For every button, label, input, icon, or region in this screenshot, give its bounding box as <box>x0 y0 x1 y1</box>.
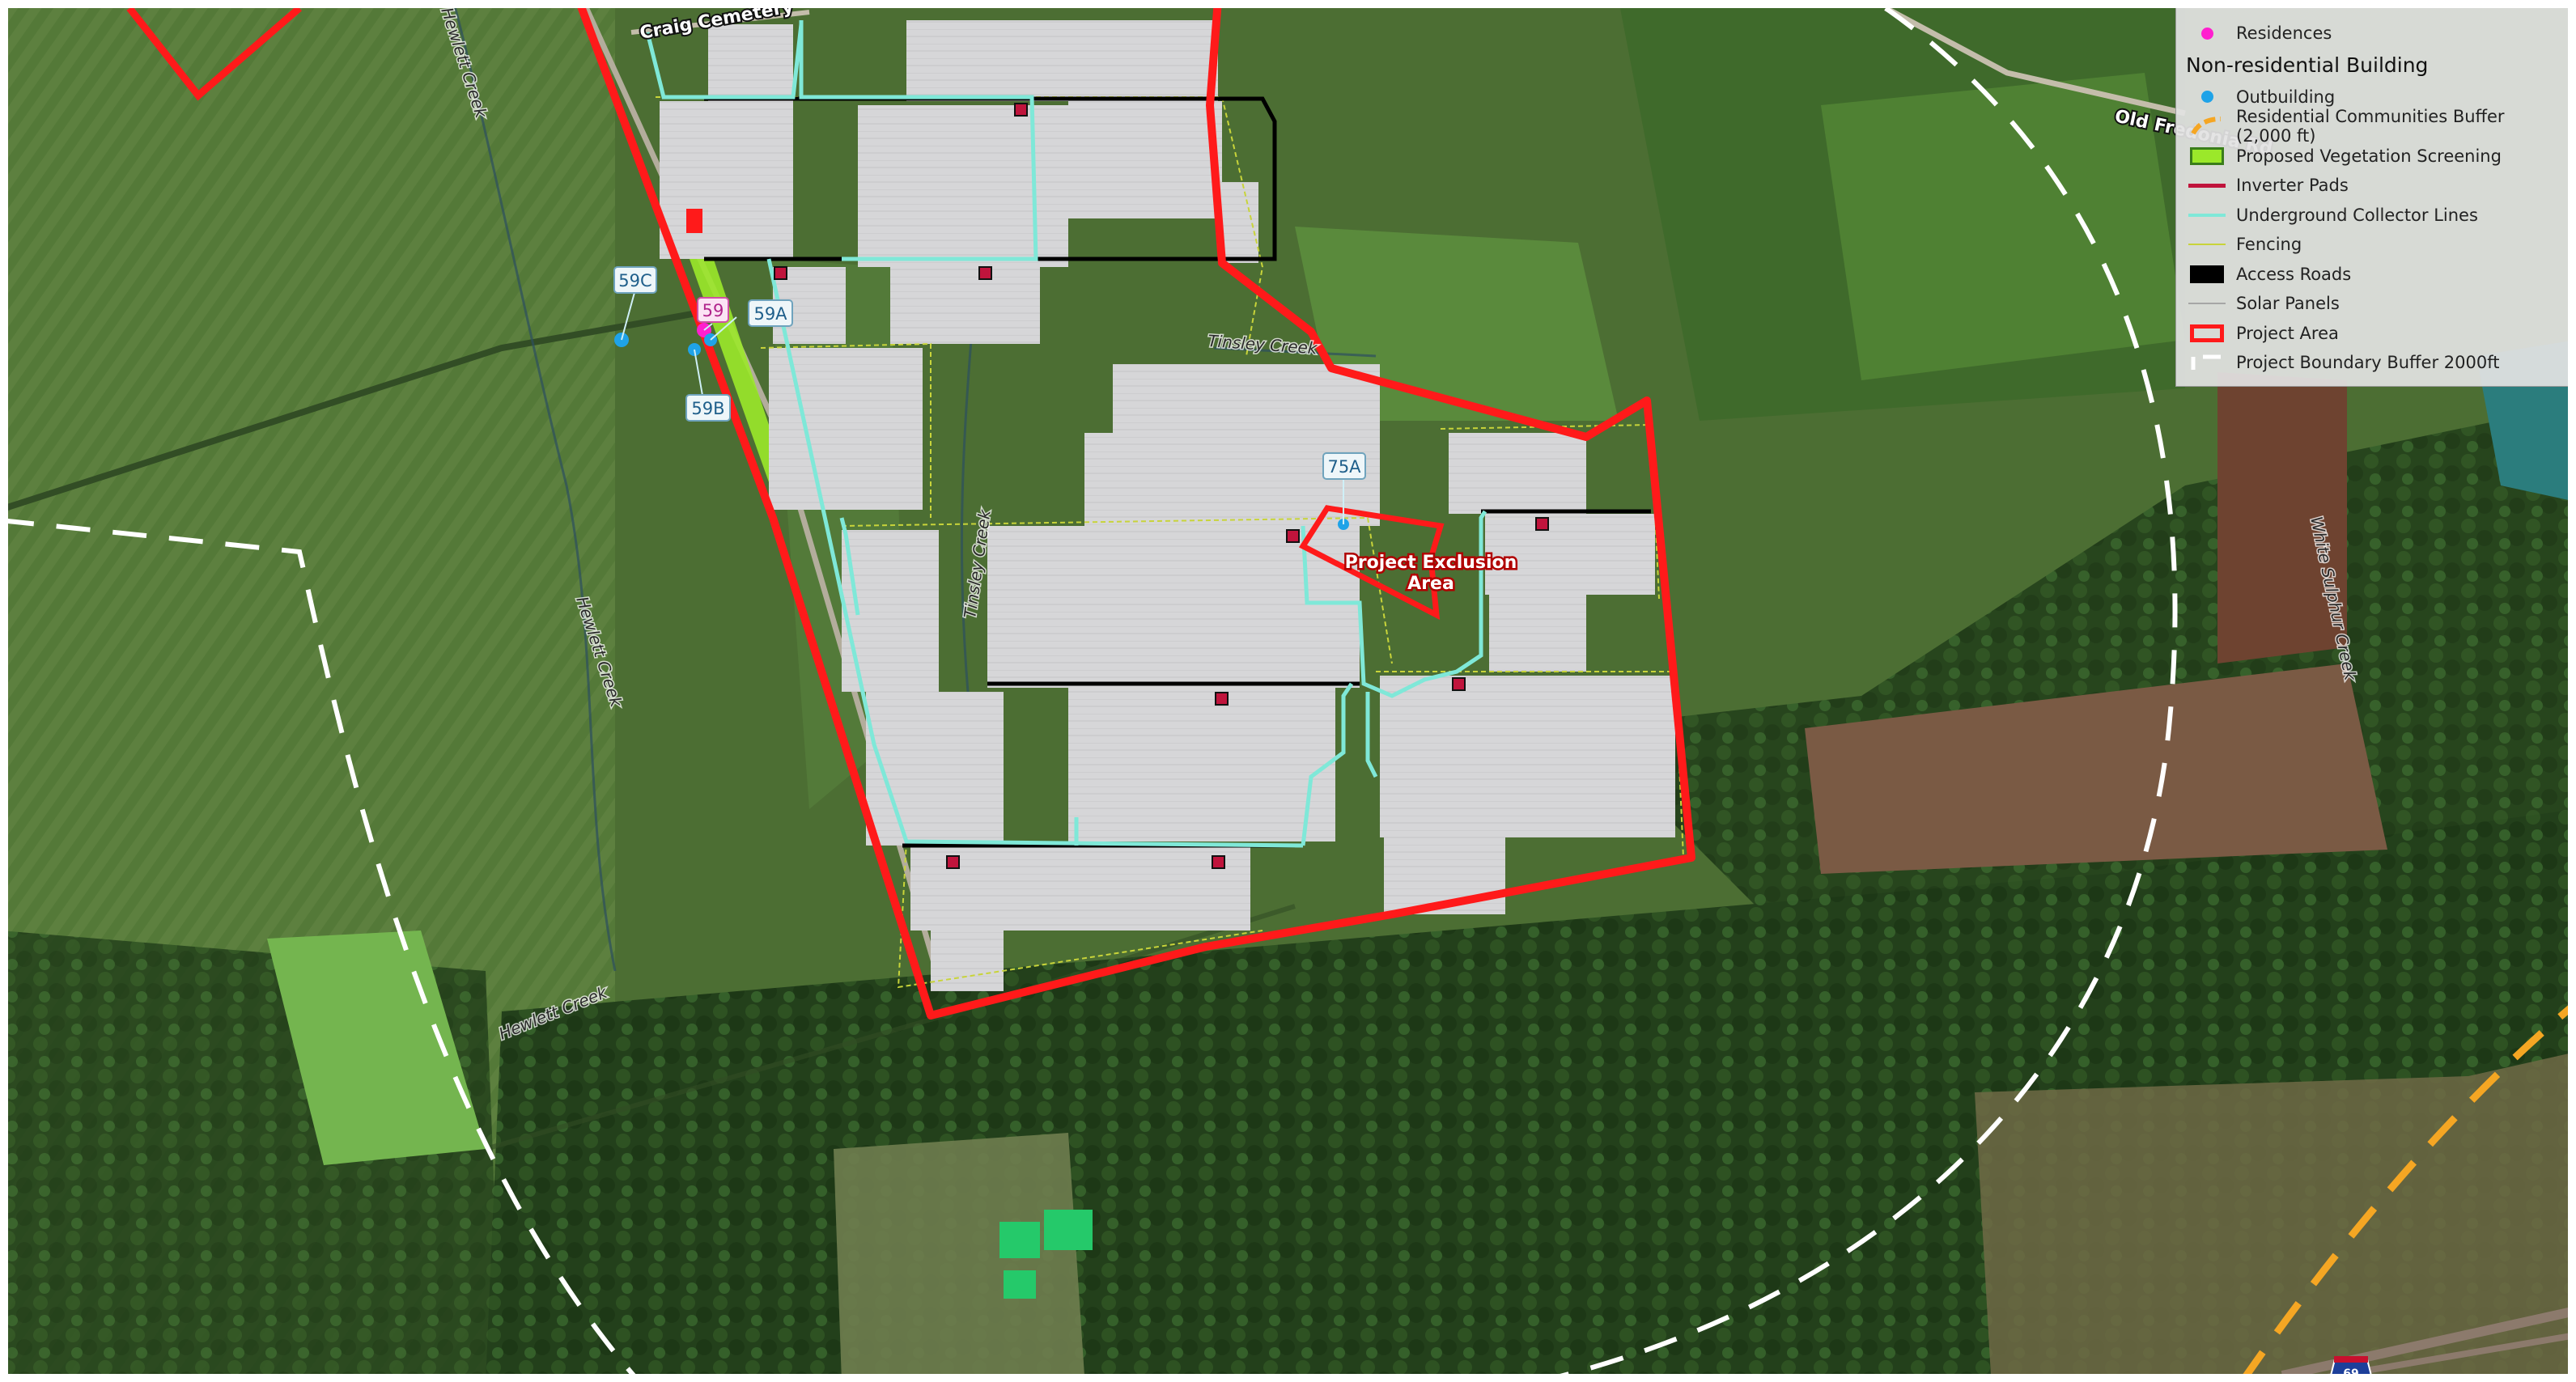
legend-heading-non-residential: Non-residential Building <box>2186 49 2560 83</box>
orange-dash-icon <box>2186 114 2228 138</box>
vegetation-screening <box>664 182 789 494</box>
legend-item-residential-buffer: Residential Communities Buffer (2,000 ft… <box>2186 107 2560 146</box>
callout-59b: 59B <box>685 394 731 422</box>
callout-59a: 59A <box>748 299 793 327</box>
legend-label: Underground Collector Lines <box>2236 205 2478 225</box>
callout-text-59c: 59C <box>618 271 651 290</box>
project-boundary-buffer <box>0 6 2178 1382</box>
legend-label: Solar Panels <box>2236 294 2340 314</box>
inverter-pad <box>1535 517 1549 531</box>
crimson-line-icon <box>2186 173 2228 197</box>
callout-text-59: 59 <box>702 301 724 320</box>
map-legend: Residences Non-residential Building Outb… <box>2175 6 2570 387</box>
project-exclusion-area <box>1298 505 1445 621</box>
blue-dot-icon <box>2186 85 2228 109</box>
residential-communities-buffer <box>2239 1000 2576 1382</box>
grey-line-icon <box>2186 291 2228 316</box>
white-dash-corner-icon <box>2186 350 2228 375</box>
inverter-pad <box>1215 692 1229 706</box>
legend-label: Access Roads <box>2236 264 2352 284</box>
exclusion-label-line2: Area <box>1407 574 1454 594</box>
legend-label: Project Boundary Buffer 2000ft <box>2236 353 2500 373</box>
legend-label: Outbuilding <box>2236 87 2336 107</box>
legend-label: Inverter Pads <box>2236 176 2349 196</box>
legend-item-inverter-pads: Inverter Pads <box>2186 171 2560 201</box>
legend-item-boundary-buffer: Project Boundary Buffer 2000ft <box>2186 348 2560 378</box>
inverter-pad <box>1014 103 1028 117</box>
legend-label: Residences <box>2236 23 2332 44</box>
legend-item-outbuilding: Outbuilding <box>2186 83 2560 112</box>
legend-label: Proposed Vegetation Screening <box>2236 146 2502 166</box>
underground-collector-lines <box>645 20 1487 848</box>
legend-label: Residential Communities Buffer (2,000 ft… <box>2236 107 2505 146</box>
callout-text-59b: 59B <box>691 399 724 418</box>
legend-label: Non-residential Building <box>2186 53 2429 77</box>
basemap-creeks <box>452 0 1377 972</box>
inverter-pad <box>1212 855 1225 869</box>
inverter-pad <box>1286 529 1300 543</box>
callout-75a: 75A <box>1322 452 1366 480</box>
legend-item-fencing: Fencing <box>2186 230 2560 260</box>
magenta-dot-icon <box>2186 21 2228 45</box>
interstate-69-shield: 69 <box>2329 1356 2373 1382</box>
inverter-pad <box>1452 677 1466 691</box>
legend-label: Fencing <box>2236 235 2302 255</box>
callout-59c: 59C <box>613 266 657 294</box>
legend-label: Project Area <box>2236 323 2339 343</box>
red-outline-icon <box>2186 321 2228 346</box>
black-fill-icon <box>2186 262 2228 286</box>
callout-59: 59 <box>697 297 729 323</box>
interstate-shield-number: 69 <box>2343 1367 2358 1380</box>
legend-item-collector-lines: Underground Collector Lines <box>2186 201 2560 231</box>
inverter-pad <box>774 266 787 280</box>
legend-item-project-area: Project Area <box>2186 319 2560 349</box>
building-points <box>614 289 1349 1382</box>
exclusion-label-line1: Project Exclusion <box>1345 553 1517 573</box>
project-area-boundary <box>575 0 1695 1020</box>
exclusion-marker <box>686 209 702 233</box>
inverter-pads <box>774 103 1549 869</box>
callout-text-59a: 59A <box>753 304 787 324</box>
green-fill-icon <box>2186 144 2228 168</box>
inverter-pad <box>946 855 960 869</box>
yellow-line-icon <box>2186 232 2228 256</box>
legend-item-vegetation-screening: Proposed Vegetation Screening <box>2186 142 2560 172</box>
inverter-pad <box>978 266 992 280</box>
legend-item-residences: Residences <box>2186 19 2560 49</box>
legend-item-access-roads: Access Roads <box>2186 260 2560 290</box>
legend-item-solar-panels: Solar Panels <box>2186 289 2560 319</box>
project-area-corner-nw <box>126 5 302 101</box>
cyan-line-icon <box>2186 203 2228 227</box>
callout-text-75a: 75A <box>1327 457 1361 477</box>
